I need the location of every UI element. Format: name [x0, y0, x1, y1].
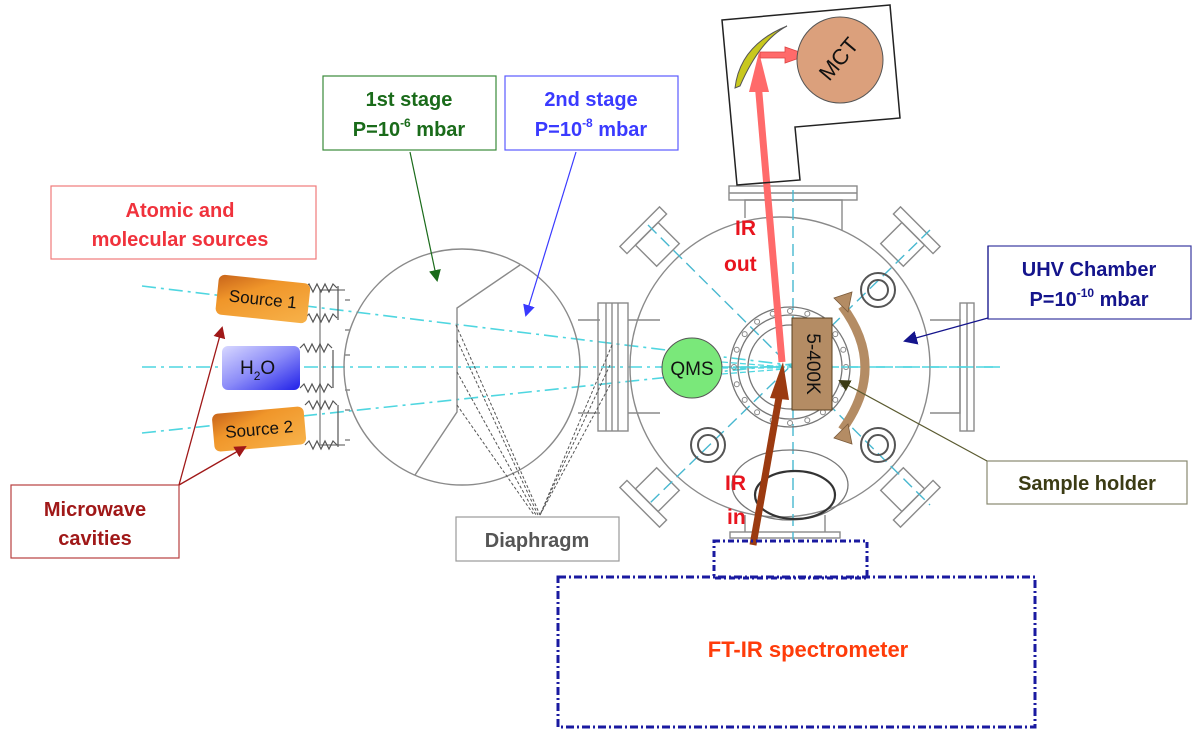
ftir-box: [556, 575, 1037, 729]
source-1: Source 1: [215, 274, 311, 324]
second-stage-pressure: P=10-8 mbar: [535, 116, 648, 141]
flange-bolt: [741, 331, 748, 338]
detector-enclosure: MCT: [721, 4, 901, 186]
flange-bolt: [832, 396, 839, 403]
ul-flange: [618, 205, 668, 255]
second-stage-pointer: [523, 151, 577, 317]
viewport-ll: [690, 427, 726, 463]
microwave-pointer-2: [178, 446, 247, 486]
first-stage-callout: 1st stage P=10-6 mbar: [322, 75, 497, 282]
flange-bolt: [804, 310, 811, 317]
microwave-line1: Microwave: [44, 499, 146, 521]
ir-out-label-1: IR: [735, 217, 756, 240]
uhv-chamber-callout: UHV Chamber P=10-10 mbar: [903, 245, 1192, 345]
flange-bolt: [832, 331, 839, 338]
sample-holder-label: Sample holder: [1018, 473, 1156, 495]
uhv-chamber: [618, 185, 1000, 540]
ur-flange: [892, 205, 942, 255]
focusing-mirror: [734, 25, 788, 89]
flange-bolt: [787, 308, 793, 314]
flange-bolt: [733, 381, 740, 388]
mct-detector: [796, 16, 884, 104]
ftir-label: FT-IR spectrometer: [708, 637, 909, 662]
flange-bolt: [754, 409, 761, 416]
qms: QMS: [661, 337, 786, 399]
mirror-to-detector-arrow: [759, 46, 810, 64]
flange-bolt: [731, 364, 737, 370]
viewport-lr: [860, 427, 896, 463]
second-stage-title: 2nd stage: [544, 89, 637, 111]
h2o-source: H2O: [222, 346, 300, 390]
ll-flange: [618, 479, 668, 529]
flange-bolt: [840, 346, 847, 353]
ftir-coupling: [712, 539, 869, 580]
rotation-arrow: [838, 303, 870, 433]
sample-holder-block: [791, 317, 833, 411]
ir-out-arrowhead: [749, 52, 769, 92]
stage-divider-wall: [414, 264, 521, 476]
first-stage-pointer: [409, 151, 441, 282]
ir-beam-out: [754, 81, 786, 363]
flange-bolt: [741, 396, 748, 403]
lr-flange: [892, 479, 942, 529]
ir-in-label-1: IR: [725, 472, 746, 495]
first-stage-pressure: P=10-6 mbar: [353, 116, 466, 141]
ftir-spectrometer: FT-IR spectrometer: [556, 539, 1037, 729]
uhv-chamber-title: UHV Chamber: [1022, 259, 1157, 281]
atomic-sources-callout: Atomic and molecular sources: [50, 185, 317, 260]
ir-in-arrowhead: [770, 362, 789, 400]
bellows: [299, 282, 339, 451]
sample-holder: 5-400K: [791, 291, 870, 445]
diaphragm-label: Diaphragm: [485, 530, 589, 552]
flange-bolt: [804, 417, 811, 424]
uhv-chamber-pressure: P=10-10 mbar: [1029, 286, 1148, 311]
flange-bolt: [787, 420, 793, 426]
uhv-chamber-pointer: [903, 246, 989, 345]
detector-housing: [721, 4, 901, 186]
ir-beam-in: [749, 391, 784, 546]
source-2-box: [212, 406, 307, 452]
viewport-bottom: [731, 449, 849, 521]
atomic-sources-line2: molecular sources: [92, 229, 269, 251]
atomic-sources-line1: Atomic and: [126, 200, 235, 222]
pumping-stage-chamber: [319, 248, 660, 486]
flange-bolt: [733, 346, 740, 353]
second-stage-callout: 2nd stage P=10-8 mbar: [504, 75, 679, 317]
source-2: Source 2: [212, 406, 307, 452]
microwave-pointer-1: [178, 326, 226, 486]
pumping-sphere: [343, 248, 581, 486]
qms-label: QMS: [670, 359, 713, 380]
diaphragm-leaders: [455, 324, 613, 516]
microwave-callout: Microwave cavities: [10, 326, 247, 559]
flange-bolt: [754, 318, 761, 325]
ir-out-label-2: out: [724, 253, 757, 276]
flange-left-port: [597, 302, 629, 432]
diaphragm-callout: Diaphragm: [455, 516, 620, 562]
microwave-line2: cavities: [58, 528, 131, 550]
ir-in-label-2: in: [727, 506, 746, 529]
h2o-label: H2O: [240, 358, 275, 383]
source-1-box: [215, 274, 311, 324]
viewport-ur: [860, 272, 896, 308]
h2o-source-box: [222, 346, 300, 390]
bottom-flange: [729, 531, 841, 539]
flange-bolt: [819, 409, 826, 416]
sample-holder-callout: Sample holder: [838, 380, 1188, 505]
temperature-range-label: 5-400K: [802, 333, 823, 395]
sample-holder-pointer: [838, 380, 988, 462]
first-stage-title: 1st stage: [366, 89, 453, 111]
